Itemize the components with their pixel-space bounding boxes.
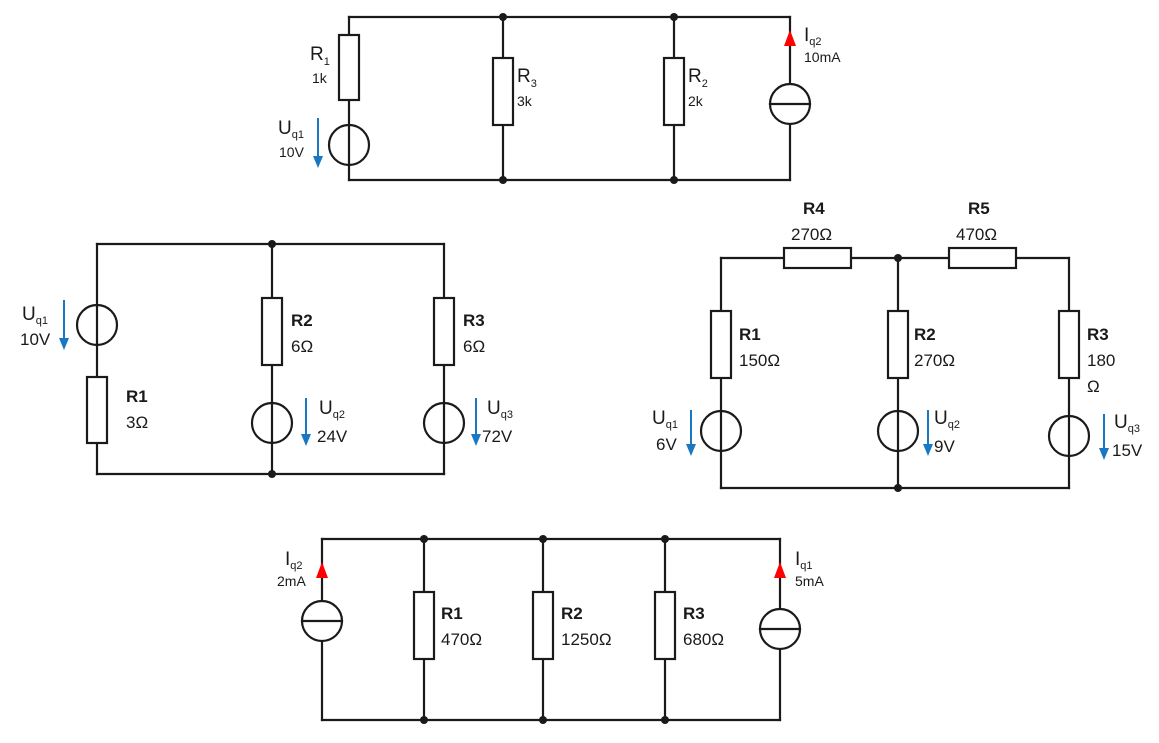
c3-r4-label: R4	[803, 199, 825, 218]
c2-resistor-r1	[85, 375, 109, 445]
c2-uq3-value: 72V	[482, 427, 513, 446]
c3-r2-label: R2	[914, 325, 936, 344]
c1-uq1-arrow-head	[313, 156, 323, 168]
c4-r1-value: 470Ω	[441, 630, 482, 649]
c3-r5-label: R5	[968, 199, 990, 218]
c1-r3-value: 3k	[517, 93, 533, 109]
c3-uq2-value: 9V	[934, 437, 955, 456]
c2-r1-label: R1	[126, 387, 148, 406]
c4-iq2-label: Iq2	[285, 549, 303, 572]
c1-iq2-arrow-head	[784, 30, 796, 46]
c2-uq1-value: 10V	[20, 330, 51, 349]
c2-node	[268, 470, 276, 478]
c2-uq1-arrow-head	[59, 338, 69, 350]
c4-iq1-label: Iq1	[795, 549, 813, 572]
c3-r3-value-line2: Ω	[1087, 377, 1100, 396]
c3-uq1-arrow-head	[686, 444, 696, 456]
c3-uq2-label: Uq2	[934, 408, 960, 431]
circuit-3: R4 270Ω R5 470Ω R1 150Ω R2 270Ω R3 180 Ω…	[652, 199, 1143, 492]
c2-uq1-label: Uq1	[22, 304, 48, 327]
c4-iq2-value: 2mA	[277, 573, 306, 589]
c1-r1-value: 1k	[312, 70, 328, 86]
c3-resistor-r1	[709, 309, 733, 380]
c1-resistor-r1	[337, 33, 361, 102]
c2-resistor-r2	[260, 296, 284, 367]
c1-uq1-value: 10V	[279, 144, 305, 160]
c3-r2-value: 270Ω	[914, 351, 955, 370]
c4-node	[539, 716, 547, 724]
c3-resistor-r2	[886, 309, 910, 380]
c2-resistor-r3	[432, 296, 456, 367]
c2-uq2-value: 24V	[317, 427, 348, 446]
c3-r1-label: R1	[739, 325, 761, 344]
c4-iq1-arrow-head	[774, 562, 786, 578]
c1-r2-value: 2k	[688, 93, 704, 109]
circuit-4: Iq2 2mA R1 470Ω R2 1250Ω R3 680Ω Iq1 5mA	[277, 535, 824, 724]
c4-node	[661, 535, 669, 543]
c1-resistor-r3	[491, 56, 515, 127]
c4-r3-value: 680Ω	[683, 630, 724, 649]
c3-uq2-arrow-head	[923, 444, 933, 456]
c3-uq3-label: Uq3	[1114, 412, 1140, 435]
c2-r3-label: R3	[463, 311, 485, 330]
c4-r3-label: R3	[683, 604, 705, 623]
c3-uq3-value: 15V	[1112, 441, 1143, 460]
c2-r2-value: 6Ω	[291, 337, 313, 356]
c4-r2-value: 1250Ω	[561, 630, 612, 649]
c2-r1-value: 3Ω	[126, 413, 148, 432]
c4-node	[420, 535, 428, 543]
c3-uq3-arrow-head	[1099, 448, 1109, 460]
c3-node	[894, 484, 902, 492]
c4-r1-label: R1	[441, 604, 463, 623]
circuit-1: R1 1k R3 3k R2 2k Uq1 10V Iq2 10mA	[278, 13, 841, 184]
c1-resistor-r2	[662, 56, 686, 127]
c3-resistor-r4	[782, 246, 853, 270]
c1-node	[499, 176, 507, 184]
c1-node	[670, 176, 678, 184]
c3-uq1-label: Uq1	[652, 408, 678, 431]
c1-node	[670, 13, 678, 21]
c3-uq1-value: 6V	[656, 435, 677, 454]
c2-uq3-label: Uq3	[487, 398, 513, 421]
c3-r4-value: 270Ω	[791, 225, 832, 244]
c4-node	[420, 716, 428, 724]
c1-uq1-label: Uq1	[278, 118, 304, 141]
c4-iq2-arrow-head	[316, 562, 328, 578]
c4-iq1-value: 5mA	[795, 573, 824, 589]
c3-r1-value: 150Ω	[739, 351, 780, 370]
c3-resistor-r3	[1057, 309, 1081, 380]
c1-r2-label: R2	[688, 66, 708, 90]
c3-resistor-r5	[947, 246, 1018, 270]
c2-r3-value: 6Ω	[463, 337, 485, 356]
c2-uq2-arrow-head	[301, 434, 311, 446]
c2-r2-label: R2	[291, 311, 313, 330]
c2-uq2-label: Uq2	[319, 398, 345, 421]
c4-resistor-r2	[531, 590, 555, 661]
c2-node	[268, 240, 276, 248]
c4-node	[539, 535, 547, 543]
c4-resistor-r3	[653, 590, 677, 661]
c4-node	[661, 716, 669, 724]
circuit-2: Uq1 10V R1 3Ω R2 6Ω Uq2 24V R3 6Ω Uq3 72…	[20, 240, 513, 478]
c3-r5-value: 470Ω	[956, 225, 997, 244]
c3-r3-value-line1: 180	[1087, 351, 1115, 370]
c1-r3-label: R3	[517, 66, 537, 90]
c3-r3-label: R3	[1087, 325, 1109, 344]
c1-iq2-label: Iq2	[804, 25, 822, 48]
c1-r1-label: R1	[310, 44, 330, 68]
c4-resistor-r1	[412, 590, 436, 661]
c4-r2-label: R2	[561, 604, 583, 623]
c1-iq2-value: 10mA	[804, 49, 841, 65]
c3-node	[894, 254, 902, 262]
c1-node	[499, 13, 507, 21]
c2-uq3-arrow-head	[471, 434, 481, 446]
